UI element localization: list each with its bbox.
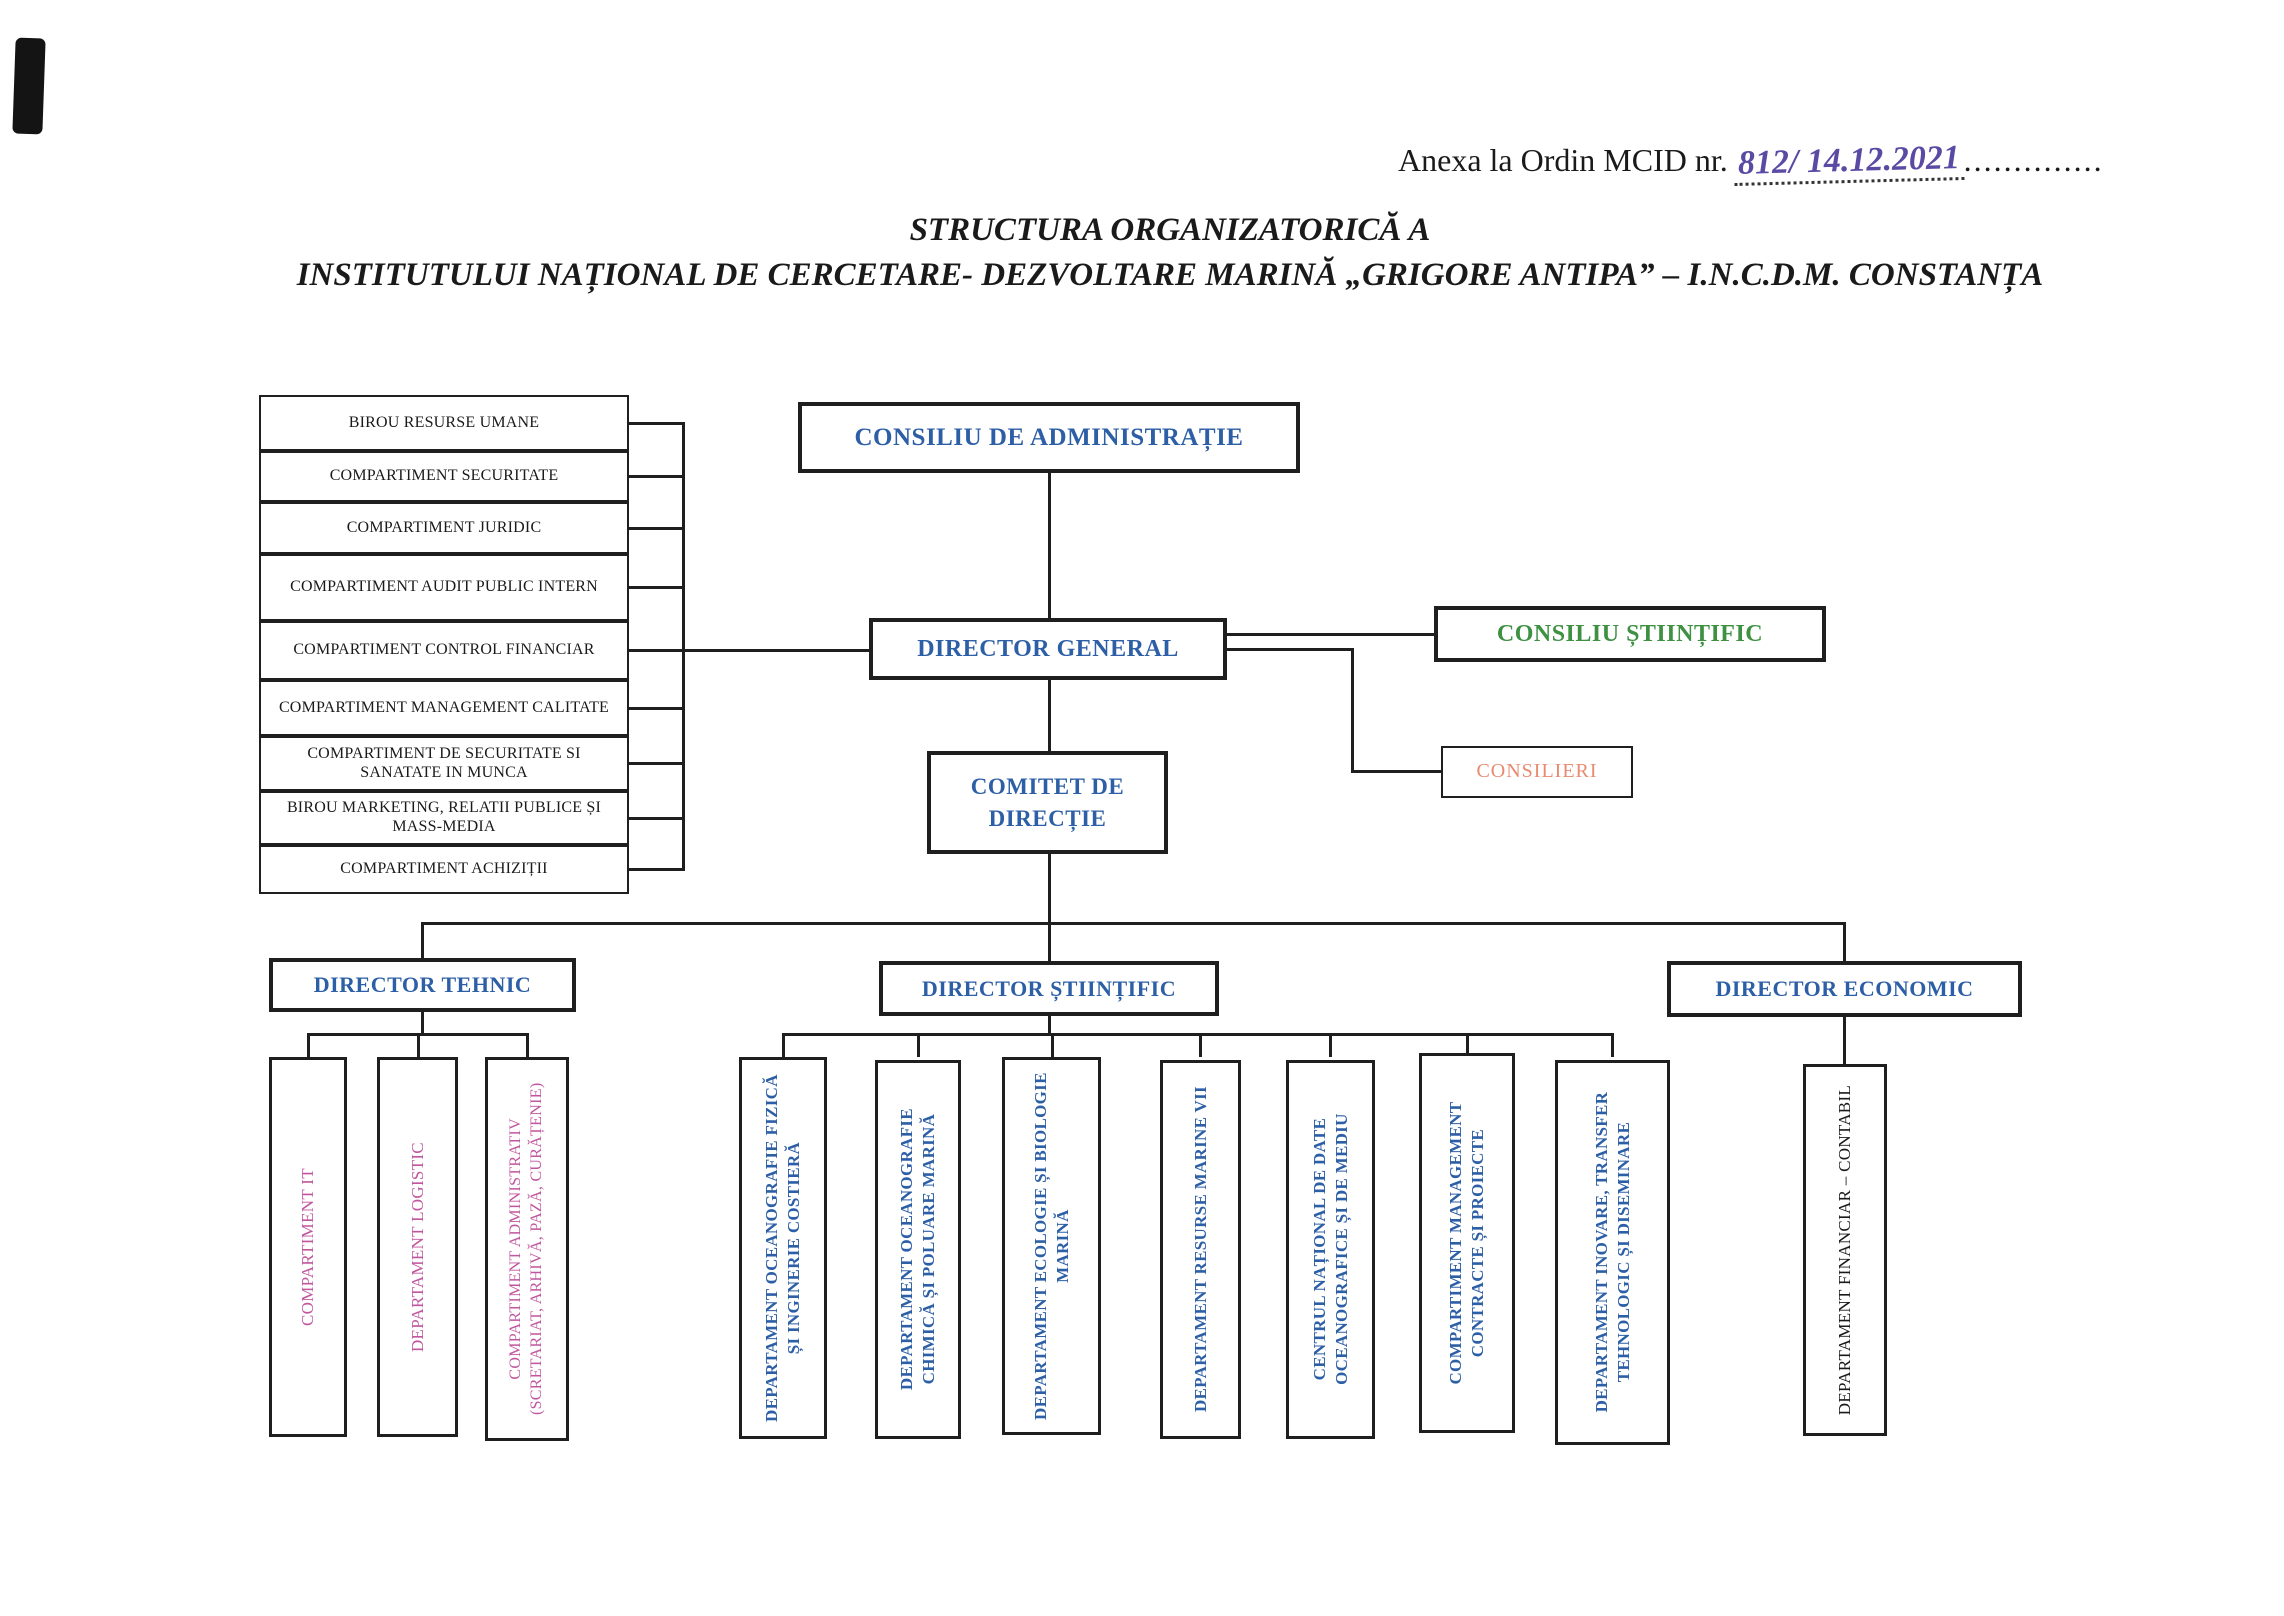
stiintific-unit-label: DEPARTAMENT OCEANOGRAFIE FIZICĂ ȘI INGIN…	[761, 1074, 803, 1422]
stiintific-unit-label: COMPARTIMENT MANAGEMENT CONTRACTE ȘI PRO…	[1445, 1101, 1487, 1385]
staff-unit: COMPARTIMENT CONTROL FINANCIAR	[259, 621, 629, 680]
director-stiintific-box: DIRECTOR ȘTIINȚIFIC	[879, 961, 1219, 1016]
connector-line	[1611, 1033, 1614, 1057]
connector-line	[1843, 1017, 1846, 1064]
stiintific-unit: DEPARTAMENT INOVARE, TRANSFER TEHNOLOGIC…	[1555, 1060, 1670, 1445]
economic-unit-label: DEPARTAMENT FINANCIAR – CONTABIL	[1834, 1084, 1854, 1416]
connector-line	[1048, 922, 1051, 961]
connector-line	[526, 1033, 529, 1057]
staff-unit: COMPARTIMENT JURIDIC	[259, 502, 629, 554]
stiintific-unit: CENTRUL NAȚIONAL DE DATE OCEANOGRAFICE Ș…	[1286, 1060, 1375, 1439]
stiintific-unit-label: DEPARTAMENT INOVARE, TRANSFER TEHNOLOGIC…	[1591, 1092, 1633, 1413]
stiintific-unit: DEPARTAMENT OCEANOGRAFIE FIZICĂ ȘI INGIN…	[739, 1057, 827, 1439]
tehnic-unit: COMPARTIMENT ADMINISTRATIV (SCRETARIAT, …	[485, 1057, 569, 1441]
stiintific-unit: DEPARTAMENT OCEANOGRAFIE CHIMICĂ ȘI POLU…	[875, 1060, 961, 1439]
tehnic-unit-label: DEPARTAMENT LOGISTIC	[407, 1142, 427, 1352]
director-economic-box: DIRECTOR ECONOMIC	[1667, 961, 2022, 1017]
consilieri-box: CONSILIERI	[1441, 746, 1633, 798]
economic-unit: DEPARTAMENT FINANCIAR – CONTABIL	[1803, 1064, 1887, 1436]
connector-line	[1329, 1033, 1332, 1057]
connector-line	[629, 817, 683, 820]
staff-unit: COMPARTIMENT ACHIZIȚII	[259, 845, 629, 894]
director-general-box: DIRECTOR GENERAL	[869, 618, 1227, 680]
connector-line	[629, 649, 869, 652]
tehnic-unit: DEPARTAMENT LOGISTIC	[377, 1057, 458, 1437]
stiintific-unit-label: DEPARTAMENT OCEANOGRAFIE CHIMICĂ ȘI POLU…	[896, 1108, 938, 1391]
connector-line	[1351, 770, 1441, 773]
stiintific-unit-label: DEPARTAMENT RESURSE MARINE VII	[1190, 1086, 1210, 1413]
connector-line	[1051, 1033, 1054, 1057]
connector-line	[629, 422, 683, 425]
tehnic-unit: COMPARTIMENT IT	[269, 1057, 347, 1437]
tehnic-unit-label: COMPARTIMENT ADMINISTRATIV (SCRETARIAT, …	[507, 1082, 545, 1416]
tehnic-unit-label: COMPARTIMENT IT	[297, 1168, 317, 1326]
consiliu-stiintific-box: CONSILIU ȘTIINȚIFIC	[1434, 606, 1826, 662]
staff-unit: BIROU MARKETING, RELATII PUBLICE ȘI MASS…	[259, 791, 629, 845]
connector-line	[1466, 1033, 1469, 1057]
connector-line	[1048, 680, 1051, 751]
annex-annotation: Anexa la Ordin MCID nr. 812/ 14.12.2021 …	[1398, 138, 2104, 187]
staff-unit: COMPARTIMENT SECURITATE	[259, 451, 629, 502]
connector-line	[421, 922, 424, 958]
connector-line	[1227, 648, 1352, 651]
staff-unit: COMPARTIMENT MANAGEMENT CALITATE	[259, 680, 629, 736]
connector-line	[421, 1012, 424, 1035]
stiintific-unit: COMPARTIMENT MANAGEMENT CONTRACTE ȘI PRO…	[1419, 1053, 1515, 1433]
connector-line	[682, 422, 685, 871]
staff-unit: COMPARTIMENT AUDIT PUBLIC INTERN	[259, 554, 629, 621]
stiintific-unit: DEPARTAMENT RESURSE MARINE VII	[1160, 1060, 1241, 1439]
title-line-2: INSTITUTULUI NAȚIONAL DE CERCETARE- DEZV…	[296, 257, 2044, 293]
consiliu-administratie-box: CONSILIU DE ADMINISTRAȚIE	[798, 402, 1300, 473]
stiintific-unit-label: CENTRUL NAȚIONAL DE DATE OCEANOGRAFICE Ș…	[1309, 1113, 1351, 1386]
annex-dotted-line: ..............	[1963, 142, 2104, 178]
staff-unit: COMPARTIMENT DE SECURITATE SI SANATATE I…	[259, 736, 629, 791]
annex-handwritten-number: 812/ 14.12.2021	[1733, 138, 1965, 187]
connector-line	[1199, 1033, 1202, 1057]
connector-line	[783, 1033, 1613, 1036]
stiintific-unit-label: DEPARTAMENT ECOLOGIE ȘI BIOLOGIE MARINĂ	[1030, 1072, 1072, 1420]
title-line-1: STRUCTURA ORGANIZATORICĂ A	[909, 212, 1431, 248]
connector-line	[629, 762, 683, 765]
staff-unit: BIROU RESURSE UMANE	[259, 395, 629, 451]
connector-line	[629, 586, 683, 589]
connector-line	[629, 475, 683, 478]
page-title: STRUCTURA ORGANIZATORICĂ A INSTITUTULUI …	[100, 212, 2240, 294]
connector-line	[629, 527, 683, 530]
scan-artifact	[12, 37, 46, 135]
connector-line	[417, 1033, 420, 1057]
connector-line	[1048, 854, 1051, 924]
comitet-directie-box: COMITET DE DIRECȚIE	[927, 751, 1168, 854]
director-tehnic-box: DIRECTOR TEHNIC	[269, 958, 576, 1012]
connector-line	[1351, 648, 1354, 772]
connector-line	[422, 922, 1846, 925]
connector-line	[629, 707, 683, 710]
connector-line	[917, 1033, 920, 1057]
annex-label: Anexa la Ordin MCID nr.	[1398, 142, 1728, 178]
connector-line	[629, 868, 683, 871]
connector-line	[1048, 473, 1051, 618]
connector-line	[307, 1033, 310, 1057]
stiintific-unit: DEPARTAMENT ECOLOGIE ȘI BIOLOGIE MARINĂ	[1002, 1057, 1101, 1435]
connector-line	[782, 1033, 785, 1057]
connector-line	[1227, 633, 1434, 636]
connector-line	[1048, 1016, 1051, 1035]
connector-line	[1843, 922, 1846, 961]
